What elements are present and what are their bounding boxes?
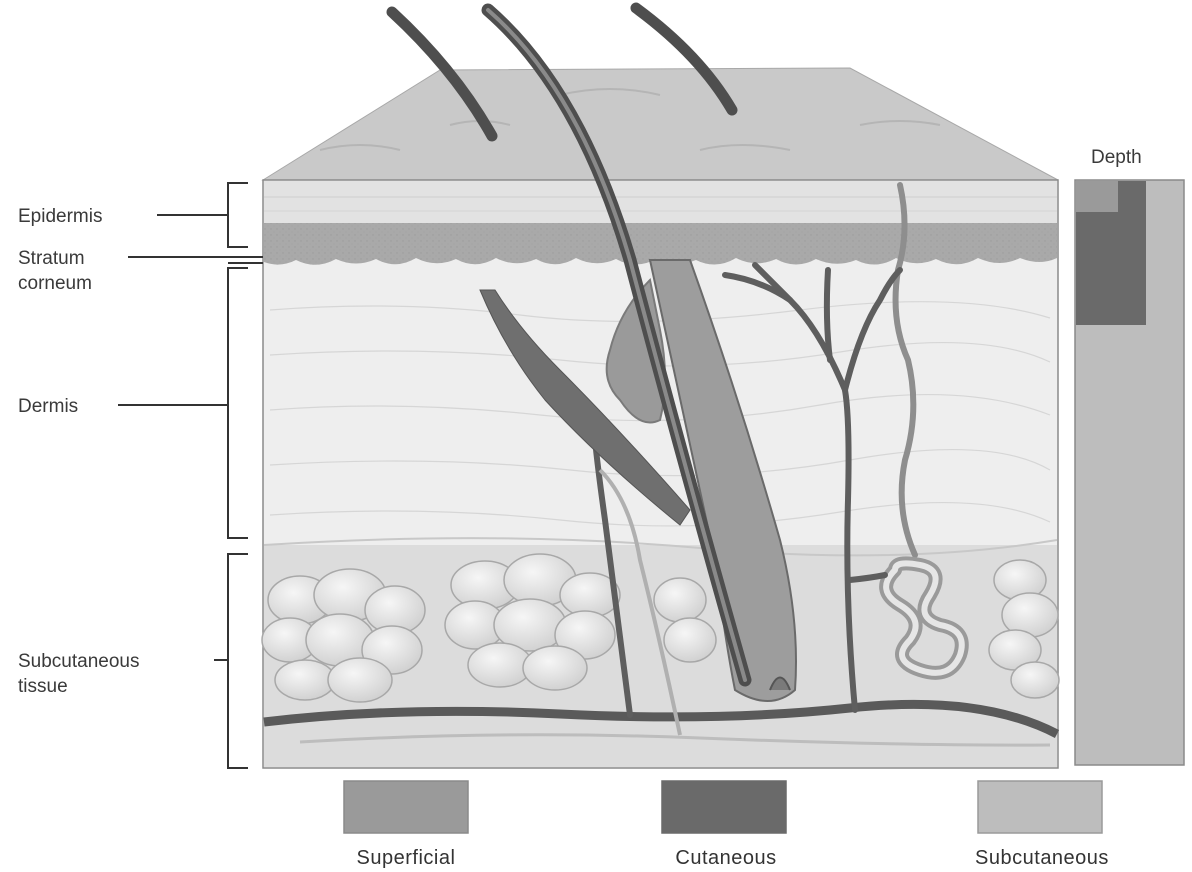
subcutaneous-label-line1: Subcutaneous	[18, 651, 140, 672]
legend-label-superficial: Superficial	[357, 847, 456, 869]
legend-label-cutaneous: Cutaneous	[675, 847, 776, 869]
depth-title: Depth	[1091, 147, 1142, 168]
stratum-label-line1: Stratum	[18, 248, 85, 269]
legend-label-subcutaneous: Subcutaneous	[975, 847, 1109, 869]
depth-bar: Depth	[1075, 147, 1184, 765]
subcutaneous-bracket	[228, 554, 248, 768]
dermis-bracket	[228, 268, 248, 538]
subcutaneous-label-line2: tissue	[18, 676, 68, 697]
skin-block	[262, 68, 1059, 768]
stratum-label-line2: corneum	[18, 273, 92, 294]
legend-swatch-subcutaneous	[978, 781, 1102, 833]
dermis-label: Dermis	[18, 396, 78, 417]
epidermis-label: Epidermis	[18, 206, 102, 227]
epidermis-layer	[264, 181, 1057, 223]
layer-labels	[118, 183, 263, 768]
legend: Superficial Cutaneous Subcutaneous	[344, 781, 1109, 869]
legend-swatch-cutaneous	[662, 781, 786, 833]
legend-swatch-superficial	[344, 781, 468, 833]
depth-bar-superficial	[1076, 181, 1118, 212]
epidermis-bracket	[228, 183, 248, 247]
